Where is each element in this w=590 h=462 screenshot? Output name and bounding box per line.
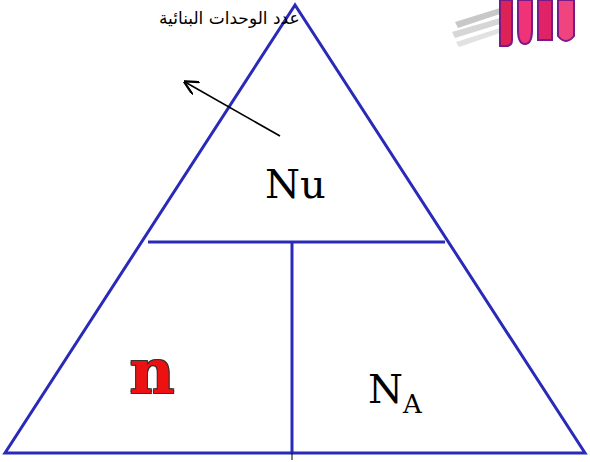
symbol-text: N xyxy=(368,366,403,412)
region-n: n xyxy=(120,331,184,414)
region-nu: Nu xyxy=(256,157,335,213)
symbol-text: Nu xyxy=(265,161,326,207)
logo-decoration xyxy=(452,0,574,47)
tick-mark xyxy=(292,453,293,460)
callout-label: عدد الوحدات البنائية xyxy=(159,8,300,28)
region-na: NA xyxy=(359,362,431,418)
divider-line xyxy=(148,241,445,244)
divider-line xyxy=(291,242,294,453)
symbol-text: A xyxy=(403,389,422,419)
triangle-outline xyxy=(5,5,585,453)
symbol-text: n xyxy=(129,335,174,408)
leader-arrow xyxy=(185,82,280,136)
